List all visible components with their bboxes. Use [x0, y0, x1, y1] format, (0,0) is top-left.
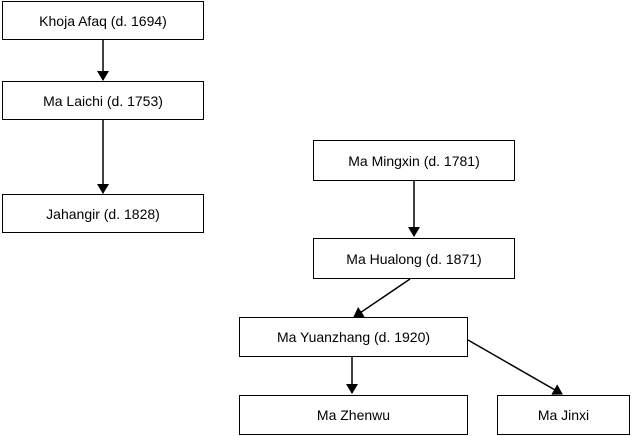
node-ma-zhenwu: Ma Zhenwu: [239, 395, 468, 435]
node-jahangir: Jahangir (d. 1828): [2, 194, 204, 233]
node-ma-yuanzhang: Ma Yuanzhang (d. 1920): [239, 317, 468, 357]
node-khoja-afaq: Khoja Afaq (d. 1694): [2, 1, 204, 40]
node-label: Ma Laichi (d. 1753): [43, 92, 163, 109]
node-label: Ma Hualong (d. 1871): [346, 250, 482, 267]
node-ma-jinxi: Ma Jinxi: [497, 395, 630, 435]
node-ma-hualong: Ma Hualong (d. 1871): [313, 238, 515, 279]
node-ma-laichi: Ma Laichi (d. 1753): [2, 81, 204, 120]
node-label: Ma Jinxi: [537, 407, 590, 423]
node-label: Ma Yuanzhang (d. 1920): [276, 329, 431, 345]
node-ma-mingxin: Ma Mingxin (d. 1781): [313, 140, 515, 181]
edge-ma-yuanzhang-to-ma-jinxi: [467, 339, 563, 395]
edge-ma-hualong-to-ma-yuanzhang: [353, 278, 411, 318]
node-label: Jahangir (d. 1828): [46, 205, 160, 222]
node-label: Ma Mingxin (d. 1781): [348, 152, 480, 169]
node-label: Ma Zhenwu: [316, 407, 391, 423]
node-label: Khoja Afaq (d. 1694): [39, 12, 167, 29]
